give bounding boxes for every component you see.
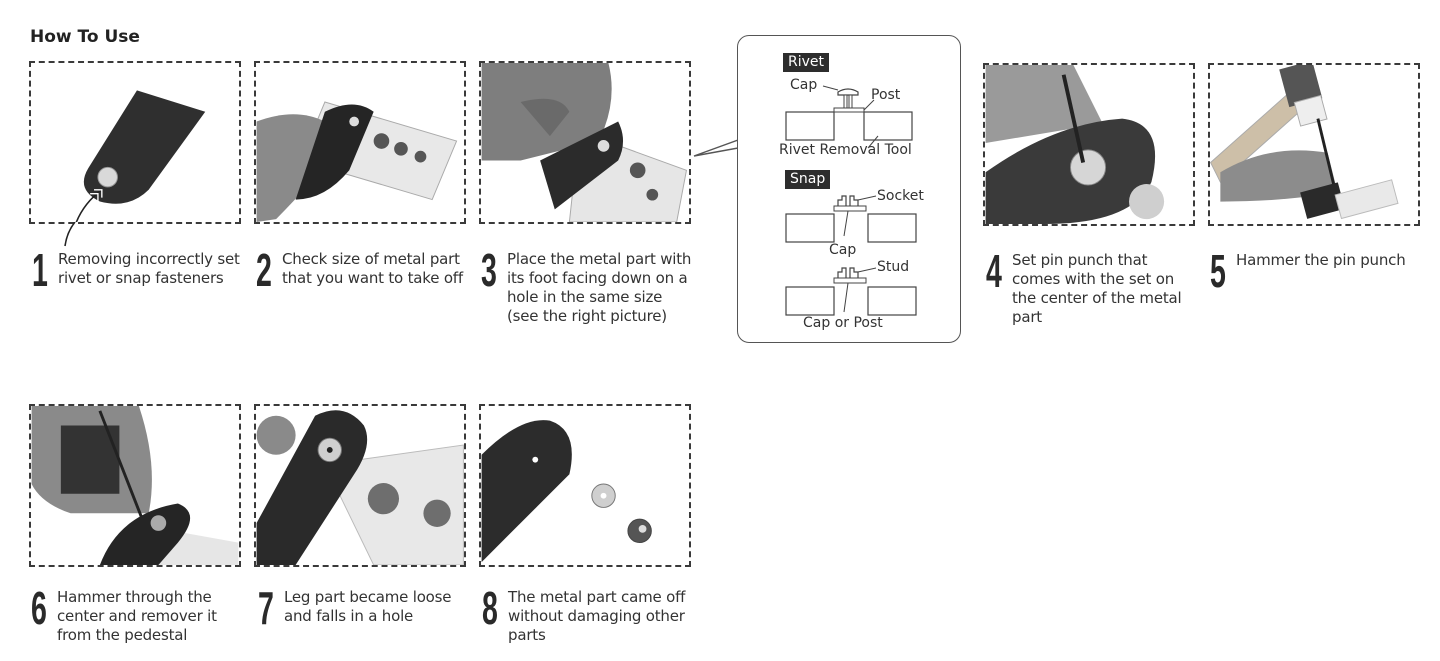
- step-line: comes with the set on: [1012, 270, 1175, 288]
- step-number: 5: [1210, 245, 1226, 297]
- step-number: 7: [258, 582, 274, 634]
- removal-diagram-callout: Rivet Cap Post Rivet Removal Tool Snap S…: [737, 35, 961, 343]
- step-6: 6 Hammer through the center and remover …: [31, 582, 217, 645]
- pin-punch-on-rivet-illustration: [985, 65, 1165, 224]
- step-line: the center of the metal: [1012, 289, 1182, 307]
- step-line: (see the right picture): [507, 307, 667, 325]
- callout-pointer: [693, 130, 739, 176]
- step-description: Removing incorrectly set rivet or snap f…: [58, 250, 240, 288]
- step-line: Place the metal part with: [507, 250, 692, 268]
- step-line: Set pin punch that: [1012, 251, 1148, 269]
- leg-part-loose-illustration: [256, 410, 464, 565]
- hammering-through-center-illustration: [31, 406, 239, 565]
- step-line: Leg part became loose: [284, 588, 452, 606]
- rivet-post-label: Post: [871, 87, 901, 103]
- step-number: 3: [481, 244, 497, 296]
- step-line: Hammer the pin punch: [1236, 251, 1406, 269]
- step-number: 4: [986, 245, 1002, 297]
- step-line: that you want to take off: [282, 269, 463, 287]
- step-1: 1 Removing incorrectly set rivet or snap…: [32, 244, 240, 296]
- step-line: parts: [508, 626, 546, 644]
- step-line: its foot facing down on a: [507, 269, 688, 287]
- step-line: part: [1012, 308, 1042, 326]
- step-line: without damaging other: [508, 607, 685, 625]
- snap-cap-label: Cap: [829, 242, 857, 258]
- step-line: The metal part came off: [508, 588, 686, 606]
- step-7-photo: [254, 404, 466, 567]
- arrow-pointer-icon: [64, 222, 76, 247]
- rivet-cap-label: Cap: [790, 77, 818, 93]
- step-3: 3 Place the metal part with its foot fac…: [481, 244, 691, 326]
- step-4-photo: [983, 63, 1195, 226]
- step-description: The metal part came off without damaging…: [508, 588, 685, 645]
- snap-cap-or-post-label: Cap or Post: [803, 315, 883, 331]
- step-2: 2 Check size of metal part that you want…: [256, 244, 463, 296]
- snap-tag: Snap: [785, 170, 831, 189]
- snap-socket-label: Socket: [877, 188, 924, 204]
- step-7: 7 Leg part became loose and falls in a h…: [258, 582, 452, 634]
- step-description: Place the metal part with its foot facin…: [507, 250, 691, 326]
- step-number: 8: [482, 582, 498, 634]
- leather-tab-rivet-illustration: [75, 90, 206, 222]
- hammer-striking-punch-illustration: [1210, 65, 1399, 220]
- snap-stud-label: Stud: [877, 259, 910, 275]
- step-description: Hammer the pin punch: [1236, 251, 1406, 270]
- step-description: Hammer through the center and remover it…: [57, 588, 217, 645]
- rivet-removal-tool-label: Rivet Removal Tool: [779, 142, 912, 158]
- step-2-photo: [254, 61, 466, 224]
- rivet-snap-cross-section-diagram: [785, 85, 917, 316]
- metal-part-removed-illustration: [481, 420, 652, 563]
- step-line: Check size of metal part: [282, 250, 460, 268]
- step-number: 1: [32, 244, 48, 296]
- step-line: Removing incorrectly set: [58, 250, 240, 268]
- hand-holding-tab-illustration: [256, 101, 458, 222]
- step-1-photo: [29, 61, 241, 224]
- step-3-photo: [479, 61, 691, 224]
- rivet-cap-shape: [837, 88, 859, 96]
- step-8: 8 The metal part came off without damagi…: [482, 582, 685, 645]
- step-5: 5 Hammer the pin punch: [1210, 245, 1406, 297]
- step-description: Check size of metal part that you want t…: [282, 250, 463, 288]
- step-8-photo: [479, 404, 691, 567]
- hand-placing-tab-illustration: [481, 63, 688, 222]
- step-line: rivet or snap fasteners: [58, 269, 224, 287]
- step-line: center and remover it: [57, 607, 217, 625]
- step-description: Set pin punch that comes with the set on…: [1012, 251, 1182, 327]
- step-5-photo: [1208, 63, 1420, 226]
- step-number: 6: [31, 582, 47, 634]
- rivet-tag: Rivet: [783, 53, 830, 72]
- step-4: 4 Set pin punch that comes with the set …: [986, 245, 1182, 327]
- step-description: Leg part became loose and falls in a hol…: [284, 588, 452, 626]
- step-6-photo: [29, 404, 241, 567]
- page-title: How To Use: [30, 27, 140, 47]
- step-line: and falls in a hole: [284, 607, 414, 625]
- step-line: Hammer through the: [57, 588, 212, 606]
- step-line: from the pedestal: [57, 626, 188, 644]
- step-line: hole in the same size: [507, 288, 663, 306]
- step-number: 2: [256, 244, 272, 296]
